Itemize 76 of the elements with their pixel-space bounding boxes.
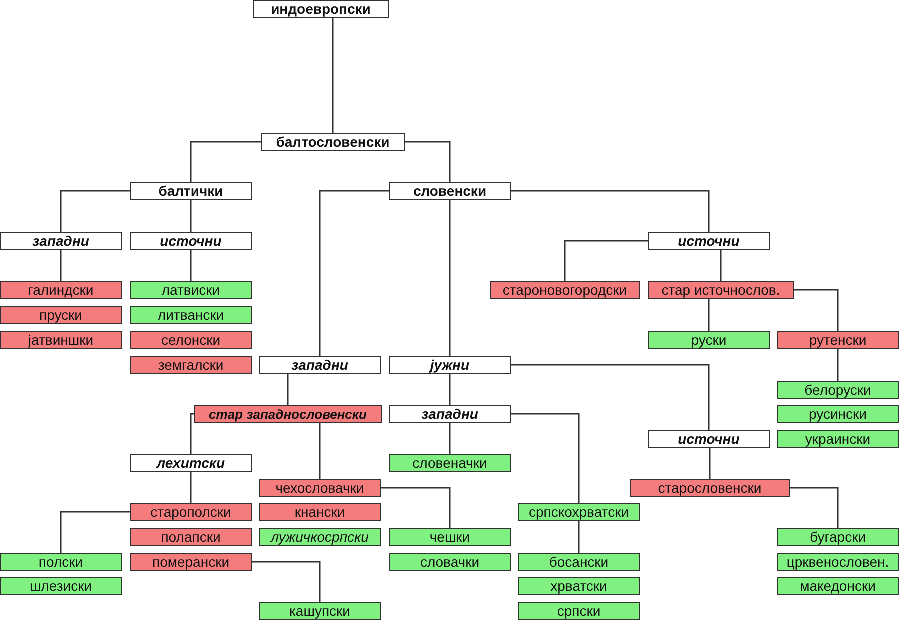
connector-line — [332, 18, 334, 133]
living-language-box: бугарски — [777, 528, 899, 546]
connector-line — [190, 413, 194, 454]
extinct-language-box: полапски — [130, 528, 252, 546]
connector-line — [190, 250, 192, 281]
branch-box: јужни — [389, 356, 511, 374]
extinct-language-box: померански — [130, 553, 252, 571]
living-language-box: словеначки — [389, 454, 511, 472]
connector-line — [449, 200, 451, 356]
extinct-language-box: јатвиншки — [0, 331, 122, 349]
connector-line — [449, 374, 451, 405]
family-box: балтички — [130, 182, 252, 200]
extinct-language-box: пруски — [0, 306, 122, 324]
living-language-box: кашупски — [259, 602, 381, 620]
connector-line — [511, 413, 580, 503]
living-language-box: српски — [518, 602, 640, 620]
extinct-language-box: кнански — [259, 503, 381, 521]
branch-box: источни — [648, 430, 770, 448]
connector-line — [449, 423, 451, 454]
living-language-box: украински — [777, 430, 899, 448]
living-language-box: словачки — [389, 553, 511, 571]
connector-line — [190, 200, 192, 232]
living-language-box: полски — [0, 553, 122, 571]
connector-line — [511, 364, 710, 430]
connector-line — [287, 374, 289, 405]
branch-box: лехитски — [130, 454, 252, 472]
connector-line — [190, 141, 261, 182]
living-language-box: литвански — [130, 306, 252, 324]
connector-line — [381, 487, 451, 528]
connector-line — [720, 250, 722, 281]
family-box: балтословенски — [261, 133, 405, 151]
living-language-box: српскохрватски — [518, 503, 640, 521]
connector-line — [709, 448, 711, 479]
branch-box: западни — [259, 356, 381, 374]
living-language-box: хрватски — [518, 577, 640, 595]
living-language-box: македонски — [777, 577, 899, 595]
connector-line — [564, 240, 648, 281]
living-language-box: белоруски — [777, 381, 899, 399]
living-language-box: русински — [777, 405, 899, 423]
connector-line — [252, 561, 321, 602]
connector-line — [190, 472, 192, 503]
extinct-language-box: старословенски — [630, 479, 790, 497]
extinct-language-box: рутенски — [777, 331, 899, 349]
connector-line — [511, 190, 710, 232]
living-language-box: шлезиски — [0, 577, 122, 595]
living-language-box: лужичкосрпски — [259, 528, 381, 546]
extinct-language-box: селонски — [130, 331, 252, 349]
connector-line — [578, 521, 580, 553]
extinct-language-box: стар источнослов. — [648, 281, 794, 299]
branch-box: западни — [389, 405, 511, 423]
extinct-language-box: чехословачки — [259, 479, 381, 497]
extinct-language-box: староновогородски — [490, 281, 640, 299]
living-language-box: руски — [648, 331, 770, 349]
extinct-language-box: стар западнословенски — [194, 405, 382, 423]
connector-line — [60, 511, 130, 553]
extinct-language-box: земгалски — [130, 356, 252, 374]
extinct-language-box: старополски — [130, 503, 252, 521]
branch-box: источни — [130, 232, 252, 250]
connector-line — [837, 349, 839, 381]
connector-line — [794, 289, 839, 331]
living-language-box: чешки — [389, 528, 511, 546]
connector-line — [319, 423, 321, 479]
connector-line — [319, 190, 389, 356]
connector-line — [790, 487, 839, 528]
living-language-box: латвиски — [130, 281, 252, 299]
living-language-box: босански — [518, 553, 640, 571]
extinct-language-box: галиндски — [0, 281, 122, 299]
connector-line — [708, 299, 710, 331]
connector-line — [405, 141, 451, 182]
living-language-box: црквенословен. — [777, 553, 899, 571]
connector-line — [60, 250, 62, 281]
family-box: словенски — [389, 182, 511, 200]
branch-box: источни — [648, 232, 770, 250]
branch-box: западни — [0, 232, 122, 250]
family-box: индоевропски — [253, 0, 389, 18]
connector-line — [60, 190, 130, 232]
